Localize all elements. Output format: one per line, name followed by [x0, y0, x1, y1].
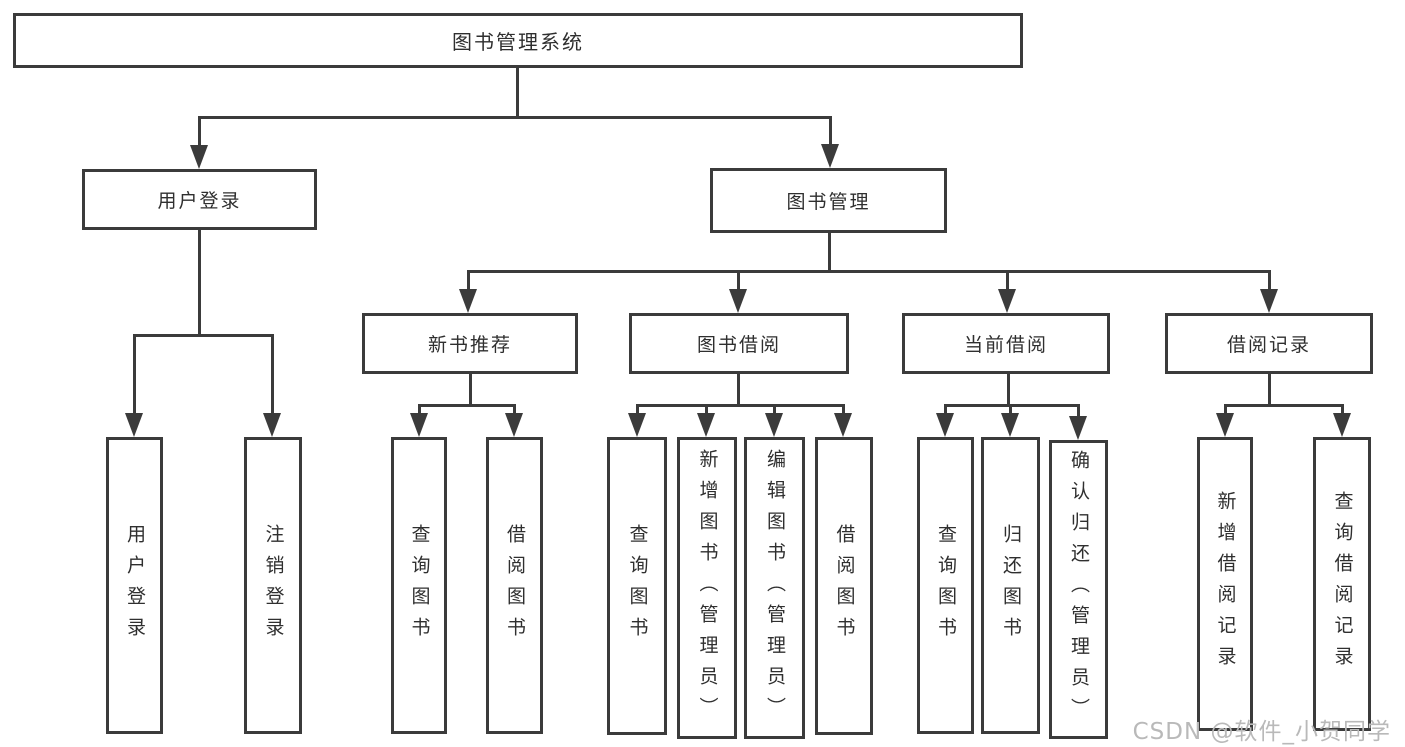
connector-vline [467, 270, 470, 292]
arrow-down-icon [410, 413, 428, 437]
connector-hline [1224, 404, 1343, 407]
node-label: 借阅图书 [504, 523, 526, 648]
node-logout-login: 注销登录 [244, 437, 302, 734]
arrow-down-icon [729, 289, 747, 313]
node-label: 图书管理 [786, 191, 871, 213]
node-library-management-system: 图书管理系统 [13, 13, 1023, 68]
arrow-down-icon [936, 413, 954, 437]
arrow-down-icon [125, 413, 143, 437]
node-borrowing-records: 借阅记录 [1165, 313, 1373, 374]
connector-vline [842, 404, 845, 418]
arrow-down-icon [1069, 416, 1087, 440]
arrow-down-icon [190, 145, 208, 169]
node-label: 当前借阅 [963, 334, 1048, 356]
node-borrow-book-recommend: 借阅图书 [486, 437, 543, 734]
node-add-book-admin: 新增图书（管理员） [677, 437, 737, 739]
node-label: 确认归还（管理员） [1068, 450, 1090, 729]
node-book-borrowing: 图书借阅 [629, 313, 849, 374]
node-return-book: 归还图书 [981, 437, 1040, 734]
arrow-down-icon [998, 289, 1016, 313]
node-user-login: 用户登录 [82, 169, 317, 230]
node-borrow-book: 借阅图书 [815, 437, 873, 735]
arrow-down-icon [765, 413, 783, 437]
arrow-down-icon [628, 413, 646, 437]
arrow-down-icon [505, 413, 523, 437]
connector-vline [198, 230, 201, 337]
connector-hline [133, 334, 274, 337]
arrow-down-icon [263, 413, 281, 437]
arrow-down-icon [1216, 413, 1234, 437]
node-label: 图书管理系统 [452, 30, 584, 54]
connector-vline [773, 404, 776, 418]
watermark: CSDN @软件_小贺同学 [1132, 719, 1391, 745]
connector-hline [418, 404, 516, 407]
connector-vline [469, 374, 472, 407]
node-label: 查询图书 [935, 523, 957, 648]
node-label: 注销登录 [262, 523, 285, 648]
node-book-management: 图书管理 [710, 168, 947, 233]
node-label: 编辑图书（管理员） [764, 448, 786, 728]
node-confirm-return-admin: 确认归还（管理员） [1049, 440, 1108, 739]
connector-vline [133, 334, 136, 419]
node-query-book-borrowing: 查询图书 [607, 437, 667, 735]
connector-vline [705, 404, 708, 418]
connector-vline [1268, 270, 1271, 292]
connector-vline [636, 404, 639, 418]
connector-vline [737, 374, 740, 407]
connector-hline [944, 404, 1080, 407]
connector-vline [271, 334, 274, 419]
connector-vline [198, 116, 201, 150]
arrow-down-icon [1260, 289, 1278, 313]
connector-vline [828, 233, 831, 273]
node-label: 借阅记录 [1226, 334, 1311, 356]
connector-vline [418, 404, 421, 418]
node-label: 归还图书 [1000, 523, 1022, 648]
node-label: 查询图书 [626, 524, 649, 648]
connector-vline [944, 404, 947, 418]
node-label: 用户登录 [124, 523, 146, 648]
arrow-down-icon [1333, 413, 1351, 437]
node-label: 查询借阅记录 [1331, 491, 1354, 677]
connector-vline [1009, 404, 1012, 418]
connector-vline [829, 116, 832, 148]
connector-hline [467, 270, 1271, 273]
connector-vline [1006, 270, 1009, 292]
connector-vline [1341, 404, 1344, 418]
node-label: 图书借阅 [696, 334, 781, 356]
node-edit-book-admin: 编辑图书（管理员） [744, 437, 805, 739]
node-add-borrow-record: 新增借阅记录 [1197, 437, 1253, 731]
arrow-down-icon [697, 413, 715, 437]
node-query-borrow-record: 查询借阅记录 [1313, 437, 1371, 731]
arrow-down-icon [1001, 413, 1019, 437]
node-query-book-recommend: 查询图书 [391, 437, 447, 734]
connector-vline [516, 68, 519, 118]
node-label: 借阅图书 [833, 524, 856, 648]
connector-hline [198, 116, 832, 119]
connector-vline [737, 270, 740, 292]
arrow-down-icon [834, 413, 852, 437]
node-label: 用户登录 [157, 190, 242, 212]
connector-vline [1224, 404, 1227, 418]
connector-vline [513, 404, 516, 418]
node-current-borrowing: 当前借阅 [902, 313, 1110, 374]
connector-vline [1077, 404, 1080, 420]
node-label: 查询图书 [408, 523, 431, 648]
arrow-down-icon [821, 144, 839, 168]
connector-vline [1007, 374, 1010, 407]
node-user-login-leaf: 用户登录 [106, 437, 163, 734]
node-new-book-recommendation: 新书推荐 [362, 313, 578, 374]
arrow-down-icon [459, 289, 477, 313]
connector-hline [636, 404, 845, 407]
node-label: 新增借阅记录 [1214, 491, 1237, 677]
node-query-book-current: 查询图书 [917, 437, 974, 734]
node-label: 新增图书（管理员） [696, 448, 719, 728]
node-label: 新书推荐 [427, 334, 512, 356]
connector-vline [1268, 374, 1271, 407]
